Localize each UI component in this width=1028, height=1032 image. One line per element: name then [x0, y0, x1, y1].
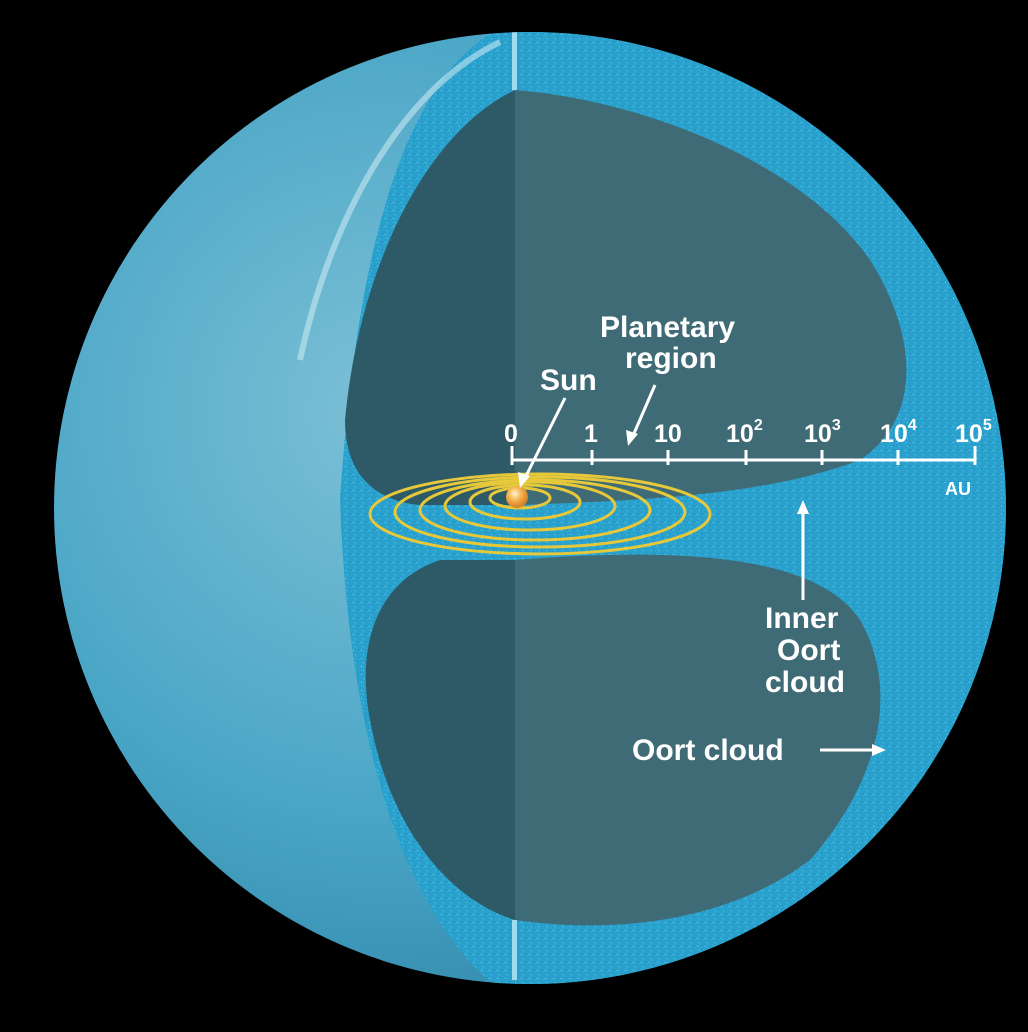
inner-cavity-right-upper	[515, 90, 907, 505]
inner-cavity-left-lower	[365, 560, 515, 920]
planetary-region-label-line1: Planetary	[600, 311, 735, 344]
oort-cloud-label: Oort cloud	[632, 734, 784, 767]
sun-icon	[506, 486, 528, 508]
inner-oort-label-line3: cloud	[765, 666, 845, 699]
tick-label-10-4: 104	[880, 417, 917, 448]
tick-label-10-2: 102	[726, 417, 763, 448]
inner-oort-arrow	[797, 500, 809, 600]
distance-scale	[510, 446, 977, 465]
scale-unit-label: AU	[945, 479, 971, 499]
tick-label-10-3: 103	[804, 417, 841, 448]
planetary-region-label-line2: region	[625, 342, 717, 375]
cut-axis-line-bottom	[512, 920, 517, 980]
tick-label-10: 10	[654, 420, 682, 448]
scale-tick-labels: 0 1 10 102 103 104 105 AU	[504, 417, 992, 499]
cut-axis-line	[512, 32, 517, 90]
sun-label: Sun	[540, 364, 597, 397]
inner-cavity-right-lower	[515, 554, 881, 926]
oort-cloud-arrow	[820, 744, 886, 756]
sun-arrow	[518, 397, 567, 488]
shell-rim-highlight	[297, 39, 502, 361]
inner-oort-label-line2: Oort	[777, 634, 840, 667]
tick-label-1: 1	[584, 420, 598, 448]
inner-cavity-left-upper	[345, 90, 515, 505]
tick-label-10-5: 105	[955, 417, 992, 448]
tick-label-0: 0	[504, 420, 518, 448]
inner-oort-label-line1: Inner	[765, 602, 839, 635]
planetary-region-arrow	[626, 384, 657, 446]
